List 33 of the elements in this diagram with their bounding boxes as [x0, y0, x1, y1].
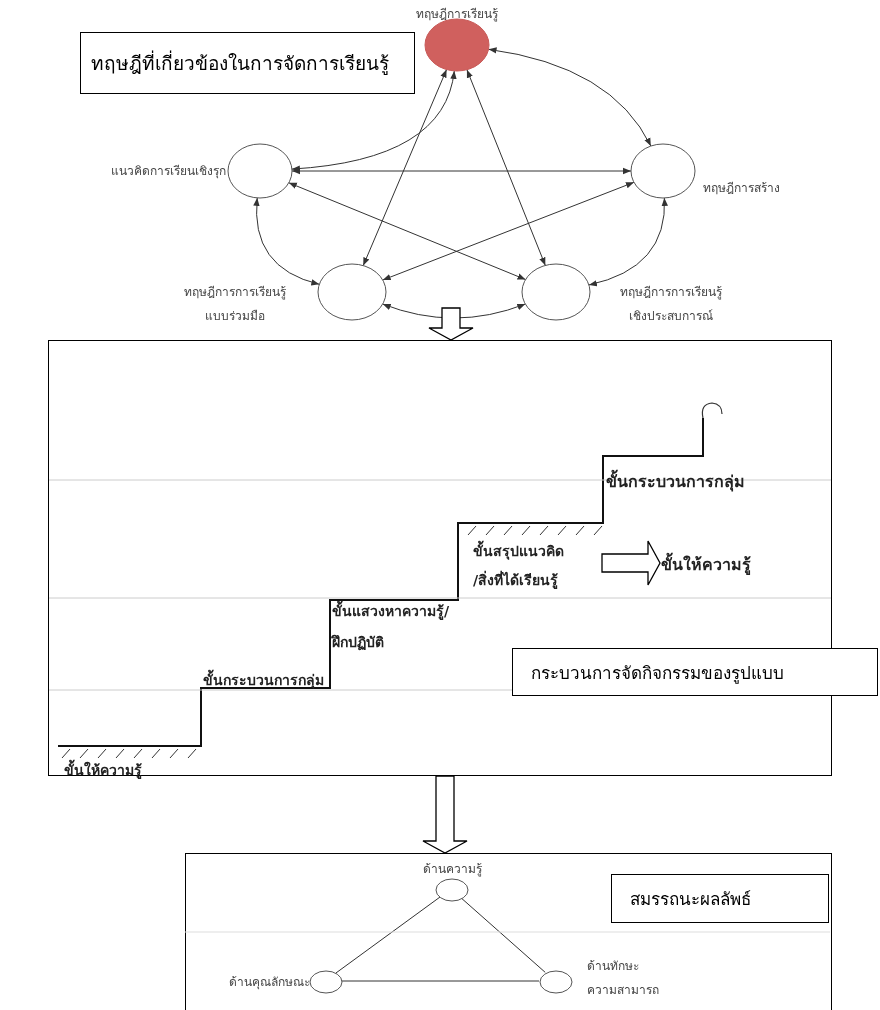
arrow [288, 182, 527, 281]
connector-line [460, 897, 546, 973]
node-label: ทฤษฎีการเรียนรู้ [415, 6, 499, 24]
arrow [466, 69, 546, 266]
title-box: ทฤษฎีที่เกี่ยวข้องในการจัดการเรียนรู้ [80, 32, 415, 94]
arrow [588, 197, 668, 287]
step-label: ขั้นแสวงหาความรู้/ ฝึกปฏิบัติ [332, 596, 497, 658]
node-label: ทฤษฎีการการเรียนรู้ แบบร่วมมือ [183, 284, 287, 325]
arrow [291, 167, 632, 175]
caption-box: กระบวนการจัดกิจกรรมของรูปแบบ [512, 648, 878, 696]
node-label: แนวคิดการเรียนเชิงรุก [110, 163, 226, 181]
block-arrow [428, 307, 474, 341]
node-label: ด้านความรู้ [421, 861, 483, 879]
block-arrow [422, 775, 468, 854]
connector-line [340, 980, 540, 982]
node-label: ด้านทักษะ ความสามารถ [587, 958, 660, 999]
node-label: ด้านคุณลักษณะ [228, 974, 310, 992]
arrow [291, 70, 457, 172]
step-text: ขั้นให้ความรู้ [661, 551, 821, 579]
step-text: ขั้นสรุปแนวคิด /สิ่งที่ได้เรียนรู้ [473, 537, 603, 595]
block-arrow [601, 540, 661, 586]
arrow [382, 181, 635, 281]
diagram-frame [185, 853, 832, 1010]
arrow [253, 197, 320, 286]
caption-box: สมรรถนะผลลัพธ์ [611, 874, 829, 923]
node-label: ทฤษฎีการการเรียนรู้ เชิงประสบการณ์ [619, 284, 723, 325]
connector-line [335, 896, 441, 974]
node-label: ทฤษฎีการสร้าง [703, 180, 781, 197]
arrow [488, 47, 652, 147]
step-label: ขั้นกระบวนการกลุ่ม [203, 667, 403, 693]
step-label: ขั้นให้ความรู้ [64, 757, 224, 783]
arrow [362, 69, 448, 267]
step-label: ขั้นกระบวนการกลุ่ม [606, 468, 832, 496]
